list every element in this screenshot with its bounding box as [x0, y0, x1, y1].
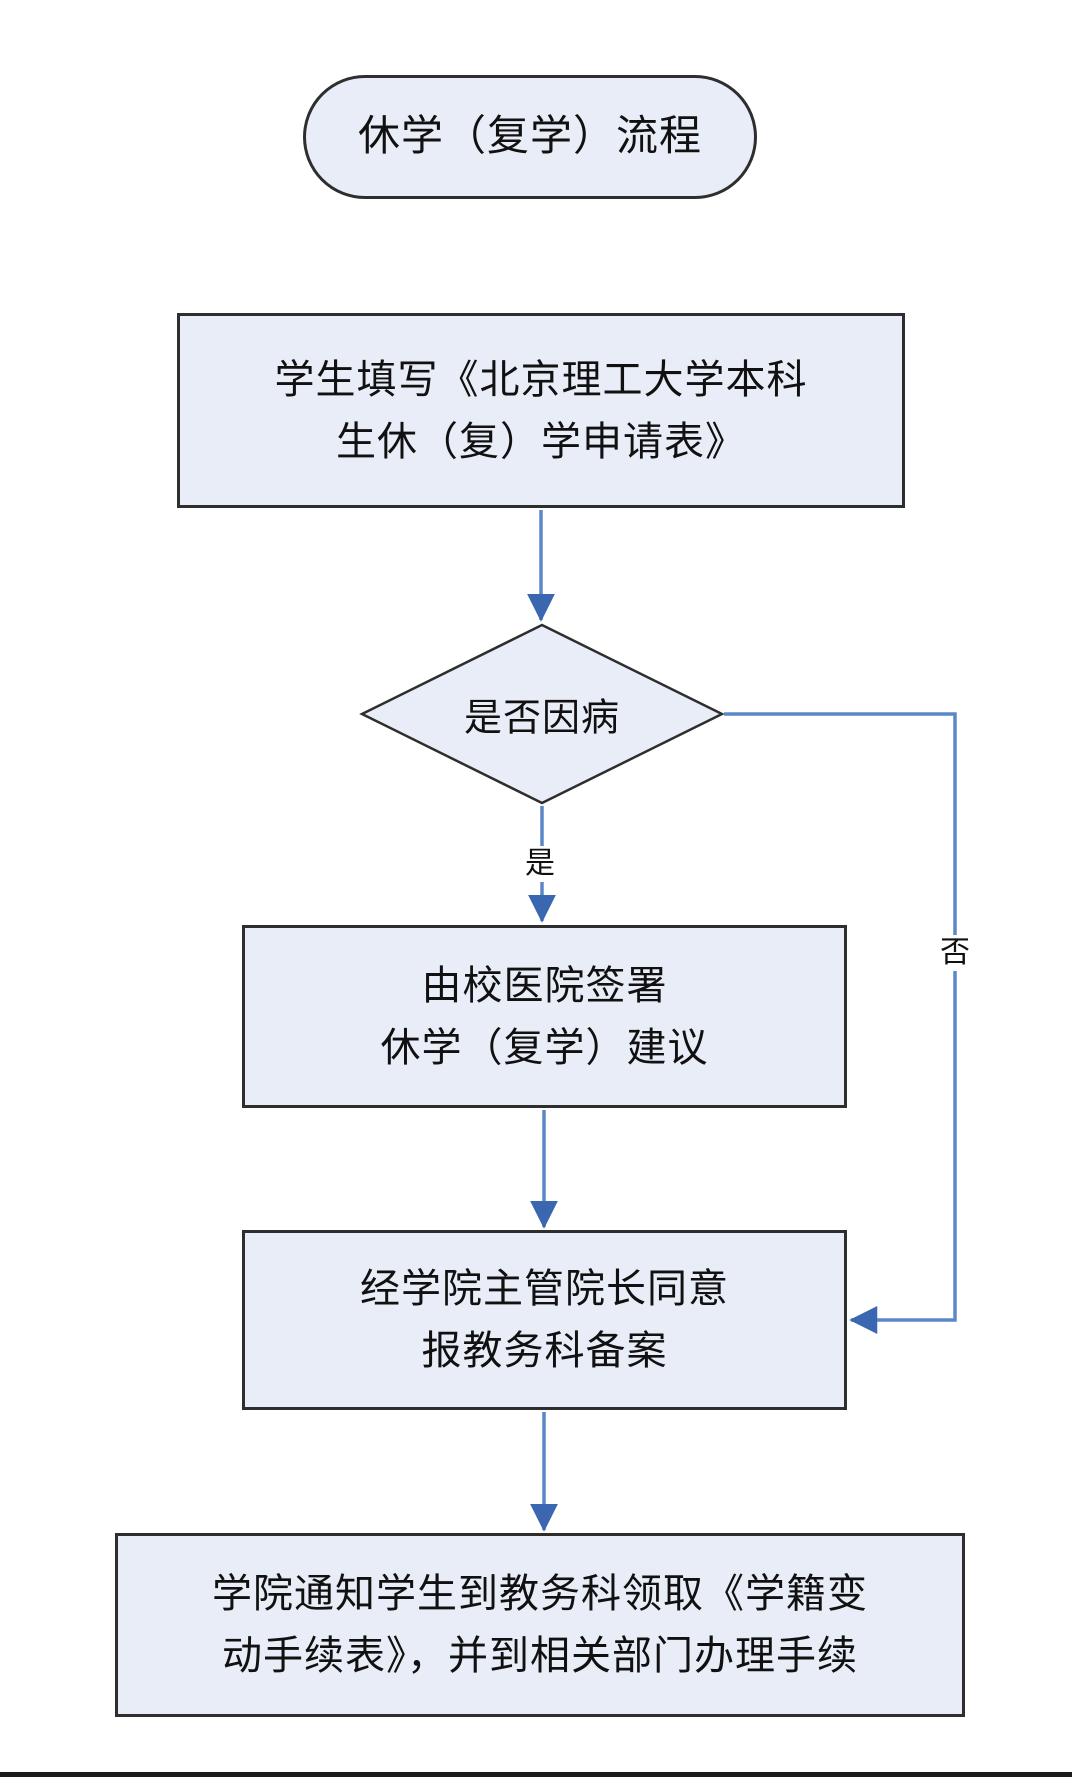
hospital-sign-line-2: 休学（复学）建议 [380, 1024, 709, 1070]
node-start-terminator: 休学（复学）流程 [303, 75, 757, 199]
decision-diamond-shape [359, 623, 725, 805]
bottom-page-rule [0, 1772, 1072, 1777]
edge-label-yes: 是 [523, 846, 557, 882]
edge-label-no: 否 [938, 935, 972, 971]
fill-form-line-2: 生休（复）学申请表》 [336, 418, 746, 464]
node-notify-student: 学院通知学生到教务科领取《学籍变 动手续表》，并到相关部门办理手续 [115, 1533, 965, 1717]
decision-is-sick-label: 是否因病 [463, 697, 621, 740]
edge-no-to-dean [724, 712, 957, 1334]
notify-student-line-1: 学院通知学生到教务科领取《学籍变 [212, 1571, 868, 1616]
node-hospital-sign: 由校医院签署 休学（复学）建议 [242, 925, 847, 1108]
start-label: 休学（复学）流程 [357, 114, 702, 160]
node-fill-form: 学生填写《北京理工大学本科 生休（复）学申请表》 [177, 313, 905, 508]
hospital-sign-line-1: 由校医院签署 [421, 962, 668, 1008]
notify-student-line-2: 动手续表》，并到相关部门办理手续 [222, 1633, 858, 1678]
node-dean-approve: 经学院主管院长同意 报教务科备案 [242, 1230, 847, 1410]
fill-form-line-1: 学生填写《北京理工大学本科 [274, 356, 808, 402]
dean-approve-line-1: 经学院主管院长同意 [360, 1266, 729, 1311]
dean-approve-line-2: 报教务科备案 [421, 1328, 668, 1373]
